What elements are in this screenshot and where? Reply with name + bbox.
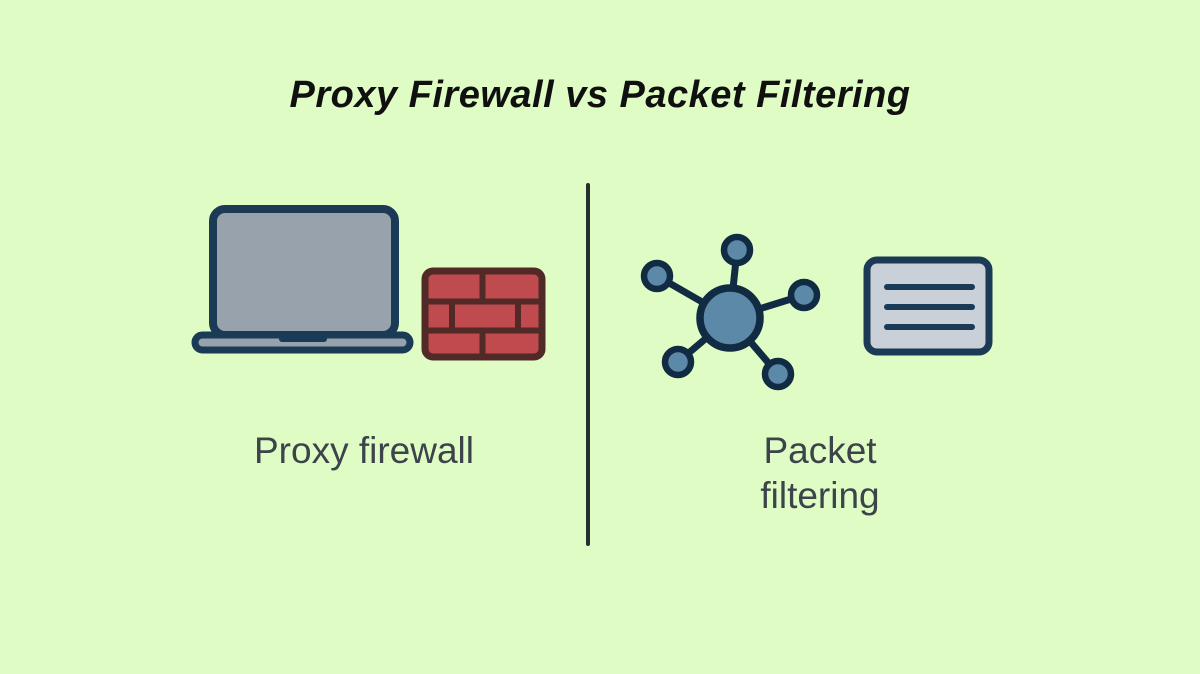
firewall-brick-wall-icon xyxy=(421,267,546,361)
page-title: Proxy Firewall vs Packet Filtering xyxy=(289,74,911,116)
packet-list-document-icon xyxy=(863,256,993,356)
network-hub-icon xyxy=(640,233,821,391)
vertical-divider xyxy=(586,183,590,546)
proxy-firewall-label: Proxy firewall xyxy=(254,430,474,471)
laptop-icon xyxy=(191,205,414,354)
packet-filtering-label: Packet filtering xyxy=(760,430,880,517)
